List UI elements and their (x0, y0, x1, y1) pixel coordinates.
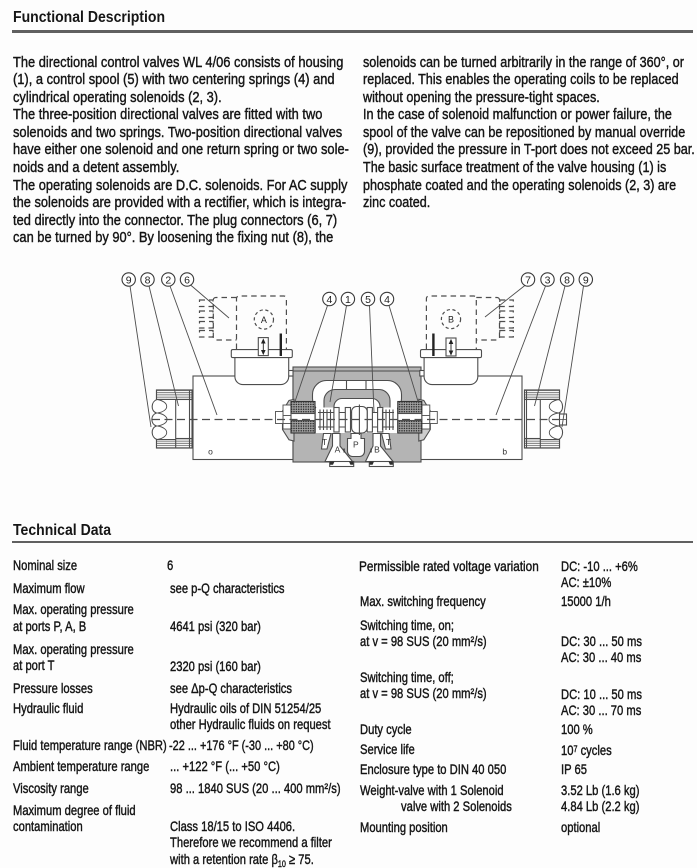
svg-text:7: 7 (525, 274, 531, 286)
svg-text:B: B (374, 445, 380, 455)
svg-text:9: 9 (126, 274, 132, 286)
svg-text:1: 1 (345, 294, 351, 306)
svg-text:P: P (353, 440, 359, 450)
svg-text:8: 8 (145, 274, 151, 286)
svg-text:A: A (335, 445, 341, 455)
svg-text:A: A (261, 315, 267, 325)
svg-text:T: T (386, 437, 391, 447)
svg-text:5: 5 (365, 294, 371, 306)
svg-text:9: 9 (583, 274, 589, 286)
svg-text:8: 8 (564, 274, 570, 286)
svg-text:6: 6 (184, 274, 190, 286)
svg-text:2: 2 (165, 274, 171, 286)
svg-text:o: o (208, 447, 213, 457)
svg-text:4: 4 (384, 294, 390, 306)
svg-text:B: B (448, 314, 454, 324)
svg-text:T: T (322, 437, 327, 447)
svg-text:b: b (502, 447, 507, 457)
svg-text:4: 4 (326, 294, 332, 306)
svg-text:3: 3 (545, 274, 551, 286)
